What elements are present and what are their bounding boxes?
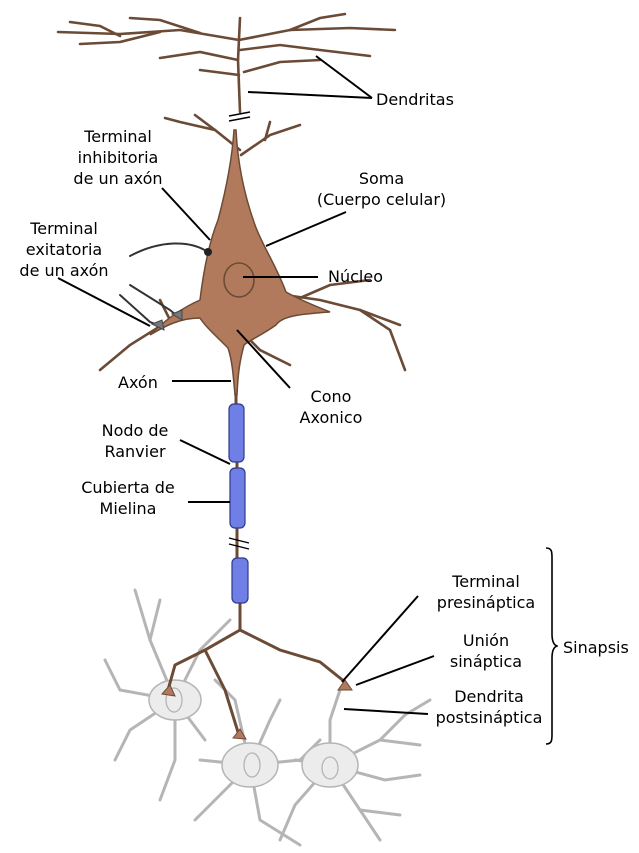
leader-presinaptica (342, 596, 418, 682)
label-line: Nodo de (90, 420, 180, 441)
label-sinapsis: Sinapsis (563, 637, 629, 658)
myelin-sheath (229, 404, 248, 603)
label-dendrita-postsinaptica: Dendrita postsináptica (426, 686, 552, 728)
postsynaptic-dendrites (105, 590, 430, 845)
label-line: Terminal (426, 571, 546, 592)
leader-terminal-exitatoria (58, 278, 150, 326)
label-cubierta-mielina: Cubierta de Mielina (70, 477, 186, 519)
inhibitory-terminal (204, 248, 212, 256)
label-line: postsináptica (426, 707, 552, 728)
postsynaptic-somas (149, 680, 358, 787)
label-soma: Soma (Cuerpo celular) (304, 168, 459, 210)
axon (168, 395, 345, 732)
label-line: Cono (286, 386, 376, 407)
label-line: Unión (436, 630, 536, 651)
leader-soma (266, 212, 346, 246)
label-line: exitatoria (4, 239, 124, 260)
label-line: inhibitoria (58, 147, 178, 168)
leader-cono (237, 330, 290, 388)
label-line: de un axón (58, 168, 178, 189)
sinapsis-brace (544, 546, 558, 746)
label-line: Axonico (286, 407, 376, 428)
label-line: Terminal (58, 126, 178, 147)
label-dendritas: Dendritas (376, 89, 454, 110)
label-line: Soma (304, 168, 459, 189)
label-line: Dendrita (426, 686, 552, 707)
label-cono-axonico: Cono Axonico (286, 386, 376, 428)
label-terminal-exitatoria: Terminal exitatoria de un axón (4, 218, 124, 281)
leader-dendritas (316, 56, 372, 98)
label-line: Terminal (4, 218, 124, 239)
label-terminal-presinaptica: Terminal presináptica (426, 571, 546, 613)
label-line: sináptica (436, 651, 536, 672)
postsynaptic-neurons (105, 590, 430, 845)
leader-nodo (180, 440, 230, 464)
label-line: (Cuerpo celular) (304, 189, 459, 210)
label-line: Mielina (70, 498, 186, 519)
label-nodo-ranvier: Nodo de Ranvier (90, 420, 180, 462)
label-line: Ranvier (90, 441, 180, 462)
label-line: de un axón (4, 260, 124, 281)
label-nucleo: Núcleo (328, 266, 383, 287)
leader-dendritas (248, 92, 372, 98)
label-line: Cubierta de (70, 477, 186, 498)
main-neuron (58, 14, 405, 739)
leader-terminal-inhibitoria (162, 188, 210, 240)
label-terminal-inhibitoria: Terminal inhibitoria de un axón (58, 126, 178, 189)
label-line: presináptica (426, 592, 546, 613)
label-axon: Axón (118, 372, 158, 393)
leader-union (356, 656, 434, 685)
label-union-sinaptica: Unión sináptica (436, 630, 536, 672)
